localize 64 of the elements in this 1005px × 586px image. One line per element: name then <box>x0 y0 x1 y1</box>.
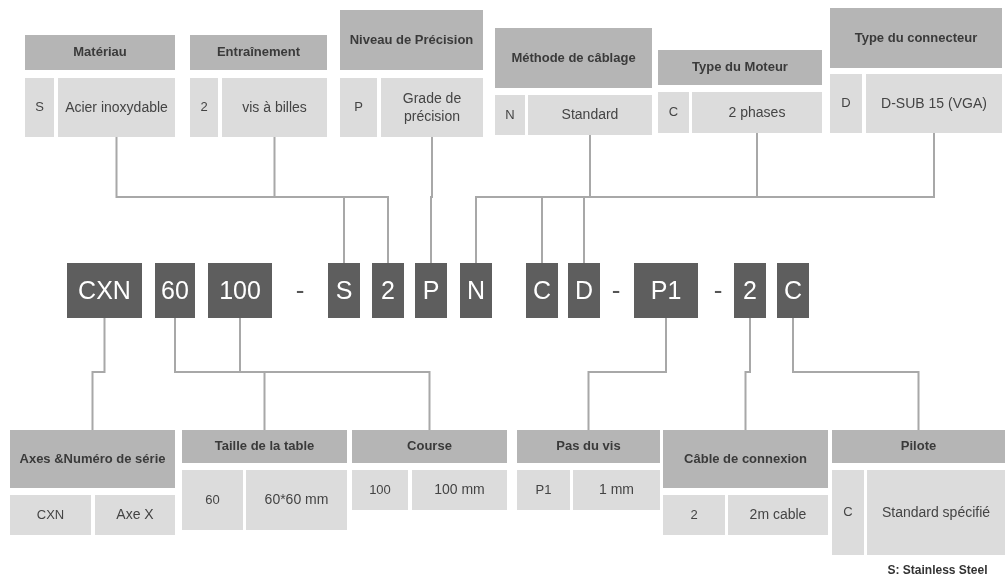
code-cell: P <box>340 78 377 137</box>
category-header: Pas du vis <box>517 430 660 463</box>
code-segment-box: D <box>568 263 600 318</box>
code-segment-box: C <box>777 263 809 318</box>
description-cell: 100 mm <box>412 470 507 510</box>
code-segment-box: N <box>460 263 492 318</box>
code-cell: S <box>25 78 54 137</box>
category-header: Course <box>352 430 507 463</box>
code-segment-box: 2 <box>734 263 766 318</box>
category-header: Méthode de câblage <box>495 28 652 88</box>
connector-line <box>174 317 266 431</box>
connector-line <box>115 136 345 264</box>
category-header: Matériau <box>25 35 175 70</box>
description-cell: D-SUB 15 (VGA) <box>866 74 1002 133</box>
code-cell: 100 <box>352 470 408 510</box>
description-cell: 2m cable <box>728 495 828 535</box>
category-header: Entraînement <box>190 35 327 70</box>
footnote: S: Stainless Steel <box>886 562 989 579</box>
code-cell: CXN <box>10 495 91 535</box>
category-header: Type du Moteur <box>658 50 822 85</box>
separator-dash: - <box>294 273 306 307</box>
description-cell: Standard spécifié <box>867 470 1005 555</box>
category-header: Taille de la table <box>182 430 347 463</box>
code-segment-box: 100 <box>208 263 272 318</box>
code-segment-box: C <box>526 263 558 318</box>
connector-line <box>430 136 433 264</box>
code-cell: C <box>832 470 864 555</box>
description-cell: vis à billes <box>222 78 327 137</box>
connector-line <box>91 317 106 431</box>
code-cell: D <box>830 74 862 133</box>
code-segment-box: 60 <box>155 263 195 318</box>
separator-dash: - <box>610 273 622 307</box>
connector-line <box>583 132 935 264</box>
code-segment-box: S <box>328 263 360 318</box>
code-segment-box: P <box>415 263 447 318</box>
code-cell: C <box>658 92 689 133</box>
category-header: Câble de connexion <box>663 430 828 488</box>
code-cell: P1 <box>517 470 570 510</box>
description-cell: 1 mm <box>573 470 660 510</box>
code-cell: 60 <box>182 470 243 530</box>
connector-line <box>239 317 431 431</box>
connector-line <box>541 132 758 264</box>
category-header: Pilote <box>832 430 1005 463</box>
connector-line <box>792 317 920 431</box>
separator-dash: - <box>712 273 724 307</box>
code-segment-box: CXN <box>67 263 142 318</box>
connector-line <box>587 317 667 431</box>
description-cell: 2 phases <box>692 92 822 133</box>
description-cell: Standard <box>528 95 652 135</box>
code-cell: N <box>495 95 525 135</box>
connector-line <box>475 134 591 264</box>
category-header: Axes &Numéro de série <box>10 430 175 488</box>
description-cell: Grade de précision <box>381 78 483 137</box>
description-cell: 60*60 mm <box>246 470 347 530</box>
description-cell: Acier inoxydable <box>58 78 175 137</box>
connector-line <box>273 136 389 264</box>
category-header: Type du connecteur <box>830 8 1002 68</box>
code-cell: 2 <box>663 495 725 535</box>
description-cell: Axe X <box>95 495 175 535</box>
code-cell: 2 <box>190 78 218 137</box>
category-header: Niveau de Précision <box>340 10 483 70</box>
code-segment-box: P1 <box>634 263 698 318</box>
connector-line <box>744 317 751 431</box>
code-segment-box: 2 <box>372 263 404 318</box>
